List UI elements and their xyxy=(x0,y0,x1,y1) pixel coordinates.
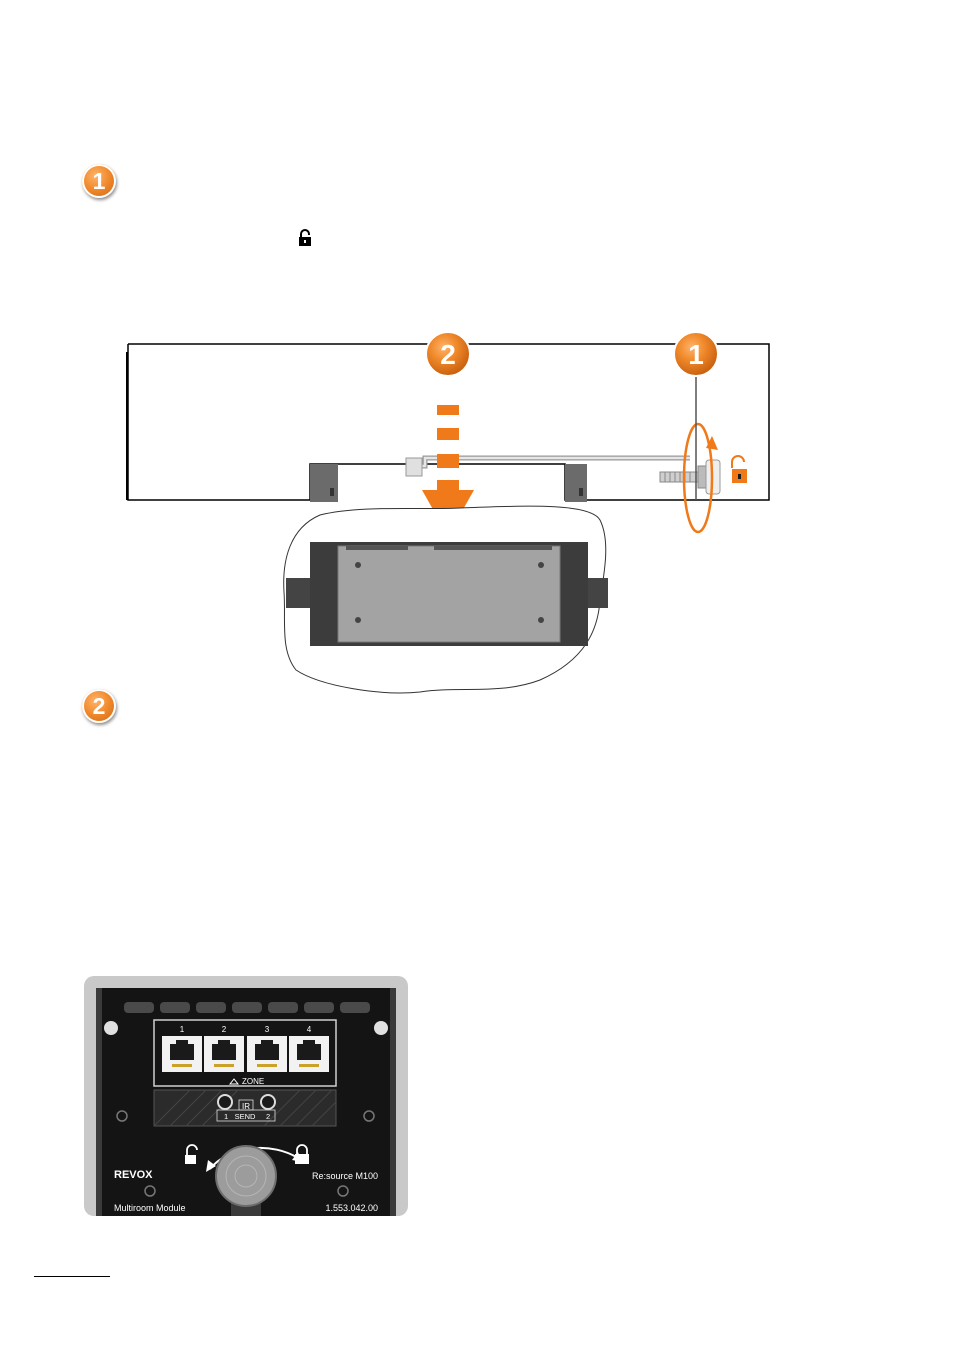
device-housing xyxy=(126,343,770,502)
ir-jack-2 xyxy=(260,1094,276,1110)
svg-text:2: 2 xyxy=(440,339,456,370)
rotate-indicator xyxy=(682,370,718,534)
unlock-icon xyxy=(185,1144,198,1164)
step-1-badge: 1 xyxy=(82,164,116,198)
ir-label: IR xyxy=(242,1102,250,1111)
send-right-number: 2 xyxy=(266,1112,270,1121)
svg-text:ZONE: ZONE xyxy=(242,1077,264,1086)
brand-logo: REVOX xyxy=(114,1169,153,1181)
callout-1-badge: 1 xyxy=(673,331,719,377)
send-left-number: 1 xyxy=(224,1112,228,1121)
locking-knob xyxy=(215,1145,277,1207)
lock-icon xyxy=(295,1144,309,1164)
module-detail xyxy=(283,505,608,694)
footer-rule xyxy=(34,1276,110,1277)
side-knob-right xyxy=(374,1021,388,1035)
module-rear-panel: 1 2 3 4 ZONE IR 1 SEND 2 xyxy=(84,976,408,1216)
rj45-ports xyxy=(162,1036,329,1072)
part-number: 1.553.042.00 xyxy=(325,1203,378,1213)
port-number-3: 3 xyxy=(265,1025,270,1034)
unlock-icon xyxy=(299,229,311,246)
svg-text:1: 1 xyxy=(688,339,704,370)
module-label: Multiroom Module xyxy=(114,1203,186,1213)
ir-jack-1 xyxy=(217,1094,233,1110)
port-number-1: 1 xyxy=(180,1025,185,1034)
side-knob-left xyxy=(104,1021,118,1035)
port-number-4: 4 xyxy=(307,1025,312,1034)
zone-label: ZONE xyxy=(228,1077,264,1086)
locking-screw xyxy=(405,455,721,495)
vent-slots xyxy=(124,1002,370,1013)
product-name: Re:source M100 xyxy=(312,1171,378,1181)
zone-port-frame xyxy=(153,1019,337,1087)
callout-2-badge: 2 xyxy=(425,331,471,377)
unlock-icon xyxy=(731,455,747,483)
mount-screws xyxy=(116,1110,375,1197)
step-2-badge: 2 xyxy=(82,689,116,723)
port-number-2: 2 xyxy=(222,1025,227,1034)
installation-diagram: 2 1 xyxy=(126,331,770,694)
send-label: SEND xyxy=(235,1112,256,1121)
